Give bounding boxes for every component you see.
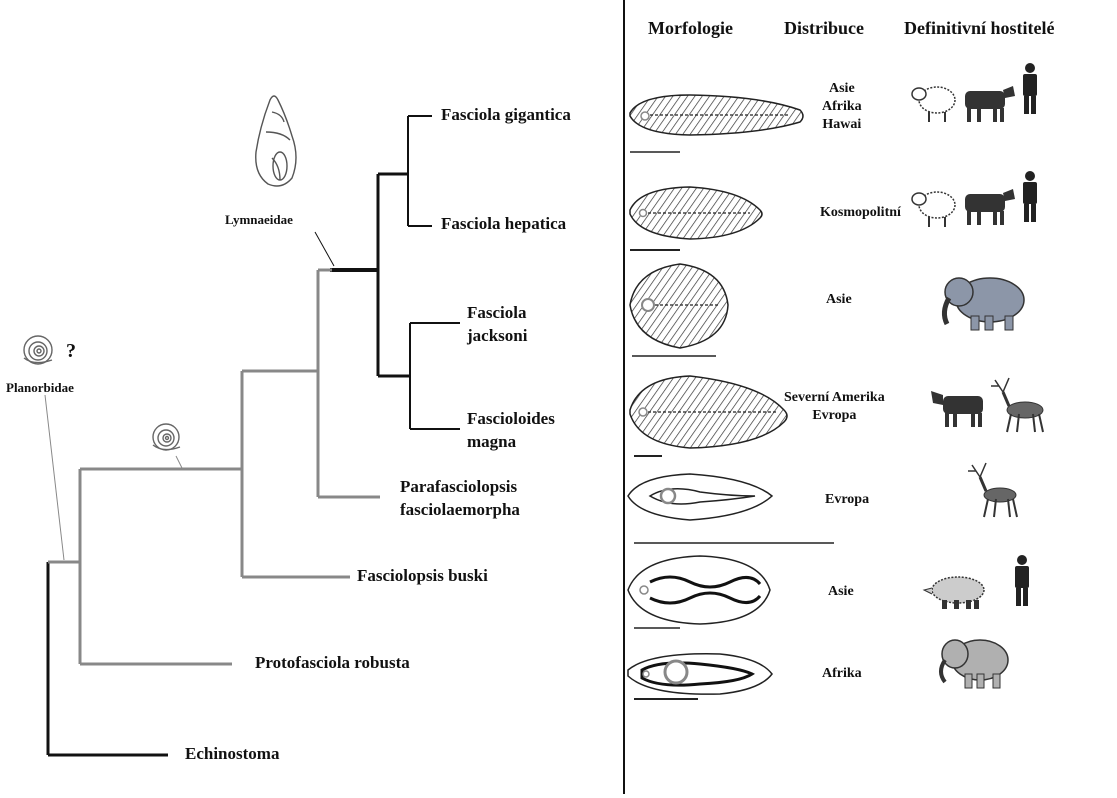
dist-magna-2: Evropa bbox=[784, 407, 885, 425]
morph-magna bbox=[630, 376, 787, 456]
host-sheep-hepatica bbox=[912, 192, 955, 227]
host-pig-buski bbox=[924, 577, 984, 609]
taxon-fasciola-jacksoni-line2: jacksoni bbox=[467, 326, 527, 346]
label-planorbidae: Planorbidae bbox=[6, 380, 74, 396]
morph-jacksoni bbox=[630, 264, 728, 356]
dist-gigantica-3: Hawai bbox=[822, 116, 862, 134]
host-cow-gigantica bbox=[965, 86, 1015, 122]
host-sheep-gigantica bbox=[912, 87, 955, 122]
taxon-parafasciolopsis-line1: Parafasciolopsis bbox=[400, 477, 517, 497]
snail-callout-line bbox=[176, 456, 182, 468]
host-cow-hepatica bbox=[965, 189, 1015, 225]
dist-hepatica-1: Kosmopolitní bbox=[820, 204, 901, 222]
planorbid-snail-icon bbox=[24, 336, 52, 364]
morph-robusta bbox=[628, 654, 772, 699]
taxon-parafasciolopsis-line2: fasciolaemorpha bbox=[400, 500, 520, 520]
taxon-echinostoma: Echinostoma bbox=[185, 744, 279, 764]
dist-magna: Severní Amerika Evropa bbox=[784, 389, 885, 425]
host-human-gigantica bbox=[1023, 63, 1037, 114]
taxon-fasciola-jacksoni-line1: Fasciola bbox=[467, 303, 527, 323]
dist-robusta: Afrika bbox=[822, 665, 862, 683]
morph-gigantica bbox=[630, 95, 803, 152]
taxon-fascioloides-magna-line2: magna bbox=[467, 432, 516, 452]
host-elephant-robusta bbox=[941, 640, 1008, 688]
planorbid-snail-small-icon bbox=[153, 424, 180, 450]
header-hosts: Definitivní hostitelé bbox=[904, 18, 1055, 39]
taxon-fasciolopsis-buski: Fasciolopsis buski bbox=[357, 566, 488, 586]
dist-buski-1: Asie bbox=[828, 583, 854, 601]
dist-gigantica: Asie Afrika Hawai bbox=[822, 80, 862, 135]
label-lymnaeidae: Lymnaeidae bbox=[225, 212, 293, 228]
taxon-fasciola-hepatica: Fasciola hepatica bbox=[441, 214, 566, 234]
taxon-fasciola-gigantica: Fasciola gigantica bbox=[441, 105, 571, 125]
host-deer-magna bbox=[991, 378, 1043, 432]
dist-para-1: Evropa bbox=[825, 491, 869, 509]
dist-buski: Asie bbox=[828, 583, 854, 601]
dist-robusta-1: Afrika bbox=[822, 665, 862, 683]
label-question-mark: ? bbox=[66, 339, 76, 363]
morph-hepatica bbox=[630, 187, 762, 250]
dist-para: Evropa bbox=[825, 491, 869, 509]
header-distribution: Distribuce bbox=[784, 18, 864, 39]
header-morphology: Morfologie bbox=[648, 18, 733, 39]
morph-buski bbox=[628, 556, 770, 628]
lymnaeid-snail-icon bbox=[256, 96, 296, 186]
host-human-buski bbox=[1015, 555, 1029, 606]
tree-gray-branches bbox=[48, 270, 380, 664]
dist-gigantica-2: Afrika bbox=[822, 98, 862, 116]
dist-magna-1: Severní Amerika bbox=[784, 389, 885, 407]
dist-jacksoni-1: Asie bbox=[826, 291, 852, 309]
dist-hepatica: Kosmopolitní bbox=[820, 204, 901, 222]
morph-para bbox=[628, 474, 834, 543]
taxon-protofasciola-robusta: Protofasciola robusta bbox=[255, 653, 410, 673]
host-human-hepatica bbox=[1023, 171, 1037, 222]
host-cow-magna bbox=[931, 391, 983, 427]
planorbidae-callout-line bbox=[45, 395, 64, 560]
dist-gigantica-1: Asie bbox=[822, 80, 862, 98]
lymnaeidae-callout-line bbox=[315, 232, 334, 266]
host-deer-para bbox=[968, 463, 1017, 517]
host-elephant-jacksoni bbox=[944, 278, 1024, 330]
dist-jacksoni: Asie bbox=[826, 291, 852, 309]
taxon-fascioloides-magna-line1: Fascioloides bbox=[467, 409, 555, 429]
